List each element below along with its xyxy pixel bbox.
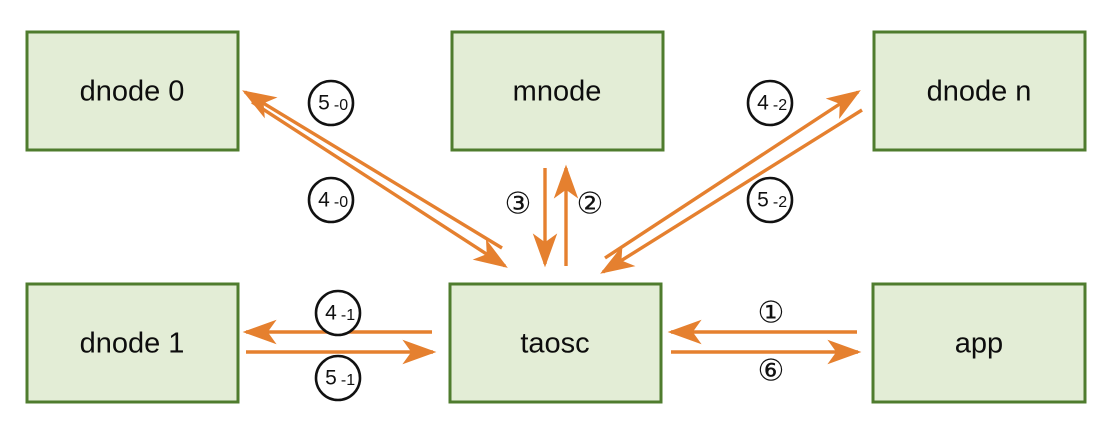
badge-main-text: 4 <box>325 302 337 325</box>
node-taosc[interactable]: taosc <box>448 282 663 404</box>
node-box <box>872 30 1087 152</box>
node-label: dnode 1 <box>80 328 185 360</box>
badge-sub-text: -0 <box>334 97 348 114</box>
badge-outline <box>307 176 355 224</box>
badge-5-1[interactable]: 5 -1 <box>314 354 362 402</box>
edge-5-0-line <box>242 90 503 250</box>
badge-outline <box>746 79 794 127</box>
node-dnoden[interactable]: dnode n <box>872 30 1087 152</box>
node-box <box>450 30 665 152</box>
badge-sub-text: -0 <box>334 194 348 211</box>
node-app[interactable]: app <box>871 282 1087 404</box>
badge-main-text: 5 <box>318 92 330 115</box>
badge-main-text: 5 <box>757 189 769 212</box>
node-label: taosc <box>520 328 589 360</box>
node-dnode0[interactable]: dnode 0 <box>25 30 240 152</box>
badge-5-0[interactable]: 5 -0 <box>307 79 355 127</box>
badge-sub-text: -2 <box>773 194 787 211</box>
badge-5-2[interactable]: 5 -2 <box>746 176 794 224</box>
node-label: app <box>955 328 1003 360</box>
badge-4-1[interactable]: 4 -1 <box>314 289 362 337</box>
badge-3[interactable]: ③ <box>505 187 532 222</box>
badge-sub-text: -1 <box>341 307 355 324</box>
node-dnode1[interactable]: dnode 1 <box>25 282 240 404</box>
node-box <box>25 282 240 404</box>
node-box <box>448 282 663 404</box>
badge-sub-text: -1 <box>341 372 355 389</box>
node-label: dnode n <box>927 76 1032 108</box>
badge-1[interactable]: ① <box>758 296 785 331</box>
edge-5-2-line <box>600 108 863 274</box>
badge-6[interactable]: ⑥ <box>758 354 785 389</box>
badge-2[interactable]: ② <box>577 187 604 222</box>
node-box <box>25 30 240 152</box>
node-mnode[interactable]: mnode <box>450 30 665 152</box>
badge-outline <box>314 289 362 337</box>
node-box <box>871 282 1087 404</box>
badge-sub-text: -2 <box>773 97 787 114</box>
badge-outline <box>307 79 355 127</box>
badge-main-text: 5 <box>325 367 337 390</box>
badge-4-0[interactable]: 4 -0 <box>307 176 355 224</box>
badge-outline <box>746 176 794 224</box>
badge-main-text: 4 <box>757 92 769 115</box>
badge-4-2[interactable]: 4 -2 <box>746 79 794 127</box>
edge-4-2-line <box>604 90 861 260</box>
badge-main-text: 4 <box>318 189 330 212</box>
node-label: mnode <box>513 76 602 108</box>
node-label: dnode 0 <box>80 76 185 108</box>
edge-4-0-line <box>251 100 508 268</box>
badge-outline <box>314 354 362 402</box>
